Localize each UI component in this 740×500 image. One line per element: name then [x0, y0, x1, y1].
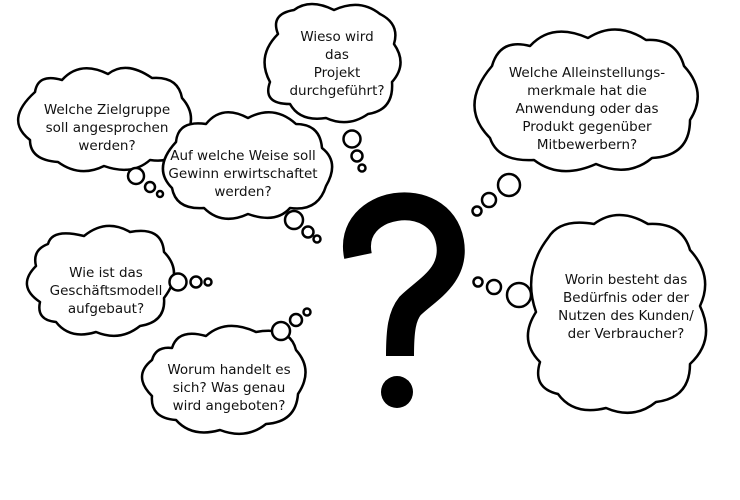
thought-bubble	[350, 149, 364, 163]
question-mark-icon	[343, 192, 465, 408]
thought-bubble	[312, 234, 322, 244]
thought-bubble	[143, 180, 157, 194]
cloud-line: durchgeführt?	[289, 83, 385, 99]
cloud-beduerfnis	[472, 213, 708, 415]
thought-bubble	[485, 278, 503, 296]
cloud-alleinstellung-text: Welche Alleinstellungs- merkmale hat die…	[502, 64, 672, 154]
thought-bubble	[357, 163, 367, 173]
cloud-line: Mitbewerbern?	[536, 137, 638, 153]
cloud-line: Anwendung oder das	[515, 101, 659, 117]
cloud-line: soll angesprochen	[45, 120, 169, 136]
cloud-line: wird angeboten?	[172, 398, 286, 414]
cloud-line: sich? Was genau	[172, 380, 286, 396]
thought-bubble	[496, 172, 522, 198]
cloud-geschaeftsmodell	[25, 224, 213, 338]
cloud-geschaeftsmodell-text: Wie ist das Geschäftsmodell aufgebaut?	[46, 264, 166, 318]
thought-bubble	[126, 166, 146, 186]
cloud-line: Wieso wird	[300, 29, 374, 45]
cloud-worum	[140, 307, 312, 436]
thought-bubble	[472, 276, 484, 288]
cloud-line: Worum handelt es	[167, 362, 291, 378]
cloud-beduerfnis-text: Worin besteht das Bedürfnis oder der Nut…	[553, 271, 699, 343]
cloud-wieso	[263, 2, 402, 173]
cloud-line: Auf welche Weise soll	[170, 148, 316, 164]
cloud-line: Nutzen des Kunden/	[558, 308, 694, 324]
cloud-line: Welche Zielgruppe	[43, 102, 171, 118]
cloud-line: aufgebaut?	[67, 301, 145, 317]
cloud-alleinstellung	[471, 28, 699, 217]
cloud-line: Welche Alleinstellungs-	[508, 65, 666, 81]
thought-bubble	[302, 307, 312, 317]
thought-bubble	[505, 281, 533, 309]
cloud-gewinn	[161, 111, 334, 244]
cloud-line: Worin besteht das	[564, 272, 688, 288]
thought-bubble	[471, 205, 483, 217]
cloud-line: Projekt	[313, 65, 361, 81]
cloud-line: werden?	[214, 184, 272, 200]
thought-bubble	[203, 277, 213, 287]
cloud-line: Geschäftsmodell	[49, 283, 163, 299]
cloud-line: Wie ist das	[69, 265, 143, 281]
thought-bubble	[342, 129, 362, 149]
cloud-gewinn-text: Auf welche Weise soll Gewinn erwirtschaf…	[168, 147, 318, 201]
cloud-line: Bedürfnis oder der	[562, 290, 690, 306]
thought-bubble	[189, 275, 203, 289]
thought-bubble	[480, 191, 498, 209]
cloud-zielgruppe-text: Welche Zielgruppe soll angesprochen werd…	[42, 101, 172, 155]
cloud-worum-text: Worum handelt es sich? Was genau wird an…	[165, 361, 293, 415]
cloud-line: das	[325, 47, 349, 63]
cloud-line: Gewinn erwirtschaftet	[168, 166, 318, 182]
thought-bubble	[168, 272, 188, 292]
thought-bubble	[301, 225, 315, 239]
thought-bubble	[270, 320, 292, 342]
thought-bubble	[283, 209, 305, 231]
thought-bubble	[288, 312, 304, 328]
cloud-line: der Verbraucher?	[567, 326, 685, 342]
cloud-line: merkmale hat die	[527, 83, 647, 99]
cloud-line: werden?	[78, 138, 136, 154]
cloud-wieso-text: Wieso wird das Projekt durchgeführt?	[282, 28, 392, 100]
cloud-line: Produkt gegenüber	[522, 119, 652, 135]
thought-bubble	[155, 189, 165, 199]
